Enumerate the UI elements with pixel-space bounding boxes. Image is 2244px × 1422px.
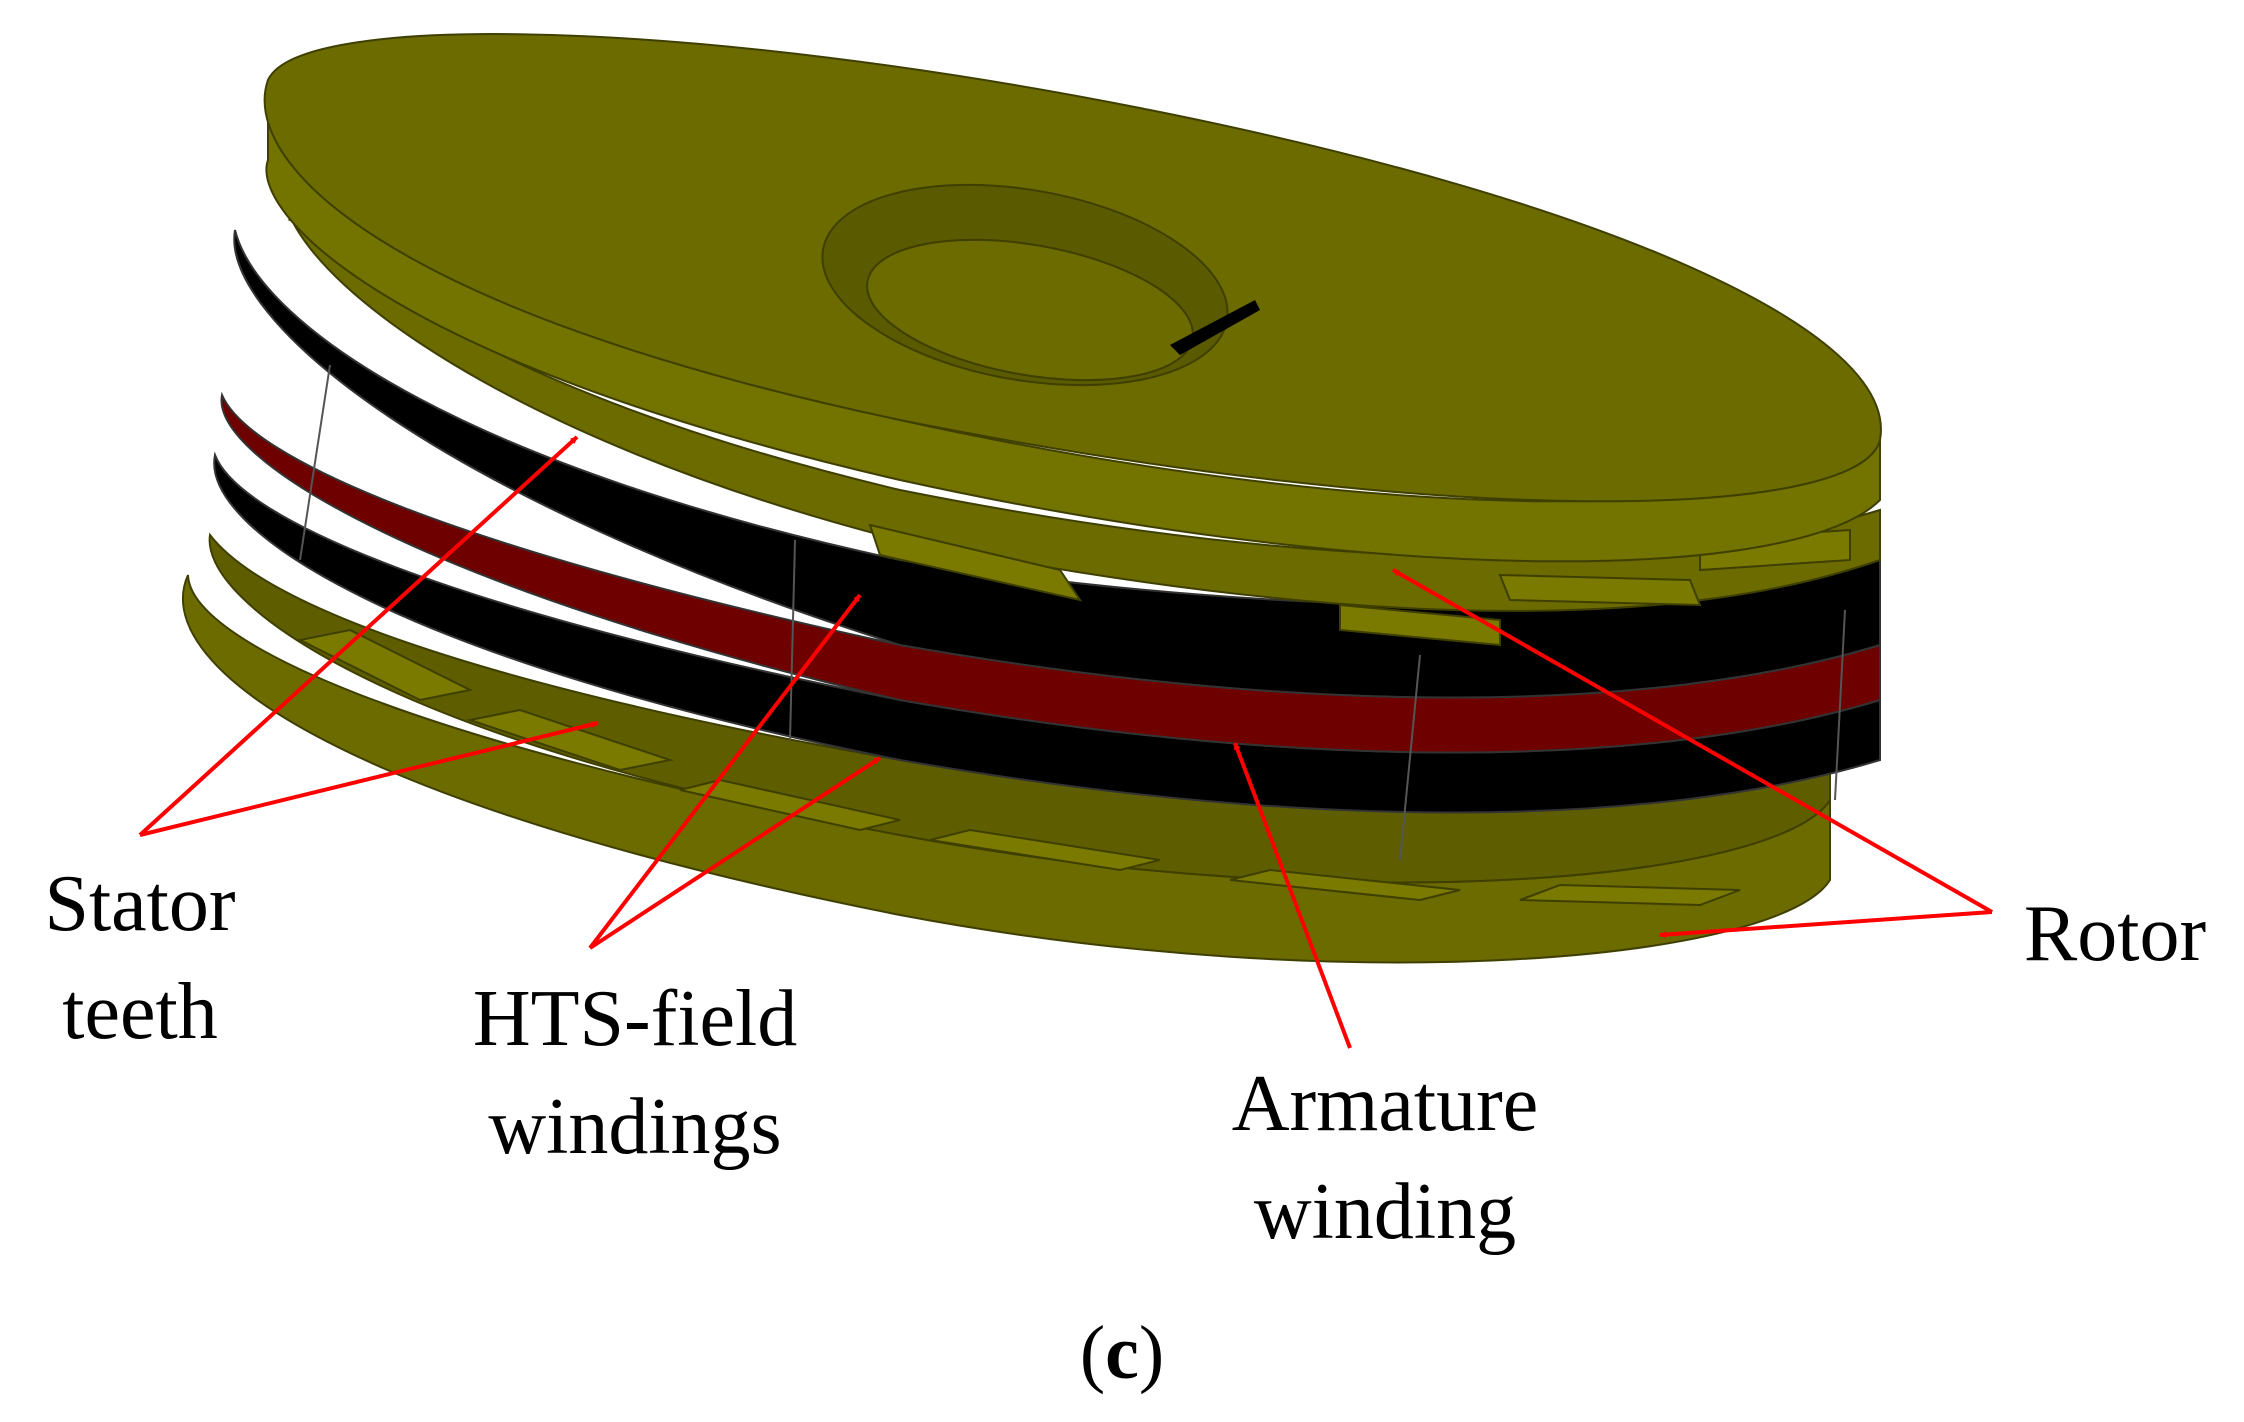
armature-winding-band xyxy=(220,391,1881,754)
bottom-tooth xyxy=(466,708,674,772)
panel-letter: c xyxy=(1105,1311,1139,1395)
top-tooth xyxy=(868,523,1083,602)
hts-field-winding-lower xyxy=(213,451,1881,814)
arrow-rotor-1 xyxy=(1392,568,1993,914)
bottom-tooth xyxy=(679,778,901,832)
bottom-tooth xyxy=(1519,883,1741,907)
label-stator-teeth: Stator teeth xyxy=(20,850,260,1066)
panel-open-paren: ( xyxy=(1079,1311,1106,1395)
arrow-hts-1 xyxy=(588,593,862,950)
top-tooth xyxy=(1339,603,1501,647)
top-tooth xyxy=(1498,573,1702,607)
label-line: Stator xyxy=(44,860,236,948)
label-line: Armature xyxy=(1231,1060,1539,1148)
hts-field-winding-upper xyxy=(233,229,1881,699)
label-hts-field-windings: HTS-field windings xyxy=(440,965,830,1181)
arrow-armature xyxy=(1233,742,1352,1049)
bottom-rotor-teeth xyxy=(208,532,1831,884)
bottom-tooth xyxy=(929,828,1161,872)
arrow-rotor-2 xyxy=(1659,910,1993,939)
panel-close-paren: ) xyxy=(1138,1311,1165,1395)
bottom-rotor-disk xyxy=(181,574,1831,964)
panel-label: (c) xyxy=(0,1310,2244,1397)
label-line: windings xyxy=(488,1083,782,1171)
winding-segment-lines xyxy=(299,364,1846,861)
label-line: Rotor xyxy=(2023,890,2207,978)
annotation-arrows xyxy=(138,435,1993,1049)
arrow-stator-teeth-2 xyxy=(139,721,599,837)
label-rotor: Rotor xyxy=(2000,880,2230,988)
label-line: teeth xyxy=(62,968,218,1056)
label-armature-winding: Armature winding xyxy=(1190,1050,1580,1266)
center-bore-winding xyxy=(1170,300,1260,355)
label-line: winding xyxy=(1253,1168,1517,1256)
label-line: HTS-field xyxy=(472,975,798,1063)
bottom-tooth xyxy=(296,628,474,702)
arrow-hts-2 xyxy=(588,756,882,950)
arrow-stator-teeth-1 xyxy=(138,435,579,837)
